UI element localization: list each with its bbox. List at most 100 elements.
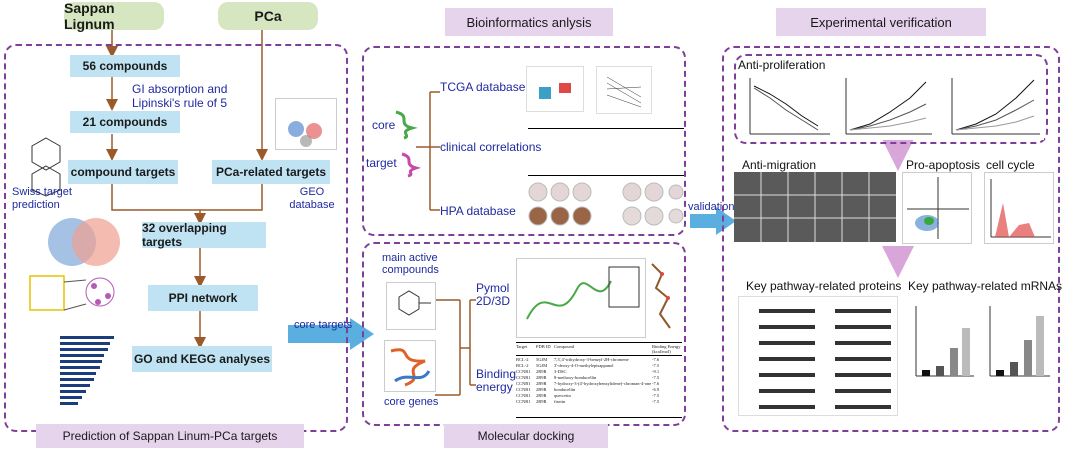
docking-table-header: Target PDB ID Compound Binding Energy (k…: [516, 343, 682, 356]
docking-table-row: BCL-2 5GJM 3'-deoxy-4-O-methylepisappanol -…: [516, 362, 682, 368]
cell-target: BCL-2: [516, 362, 529, 368]
protein-ribbon-bottom: [398, 150, 422, 178]
compounds-56-box: 56 compounds: [70, 55, 180, 77]
overlap-label: 32 overlapping targets: [142, 221, 227, 249]
proliferation-chart-3: [942, 74, 1044, 140]
docking-table-body: BCL-2 5GJM 7,3',4'-trihydroxy-3-benzyl-2H-…: [516, 356, 682, 404]
left-footer-label: Prediction of Sappan Linum-PCa targets: [36, 424, 304, 448]
pro-apoptosis-title: Pro-apoptosis: [906, 158, 981, 172]
cell-compound: quercetin: [554, 392, 571, 398]
cell-compound: 3'-deoxy-4-O-methylepisappanol: [554, 362, 614, 368]
main-compounds-label: main active compounds: [382, 252, 439, 276]
key-mrnas-title: Key pathway-related mRNAs: [908, 279, 1063, 293]
cell-pdb: 2B9R: [536, 386, 547, 392]
hpa-stain-grid: [528, 180, 684, 232]
core-label: core: [372, 118, 396, 132]
cell-compound: 7,3',4'-trihydroxy-3-benzyl-2H-chromene: [554, 356, 629, 362]
overlap-targets-box: 32 overlapping targets: [142, 221, 266, 249]
compound-targets-box: compound targets: [68, 160, 178, 184]
cell-pdb: 5GJM: [536, 362, 548, 368]
proliferation-subframe: [734, 54, 1048, 144]
cell-compound: 7-hydroxy-3-(4'-hydroxybenzylidene)-chro…: [554, 380, 652, 386]
pymol-docking-thumbnail: [516, 258, 646, 338]
protein-ribbon-top: [392, 108, 418, 140]
cell-target: CCNB1: [516, 380, 531, 386]
cell-energy: -7.6: [652, 380, 660, 386]
tcga-boxplot-thumbnail: [526, 66, 584, 112]
left-footer-text: Prediction of Sappan Linum-PCa targets: [62, 429, 278, 443]
volcano-plot-thumbnail: [275, 98, 337, 150]
compound-structure-icon: [28, 136, 64, 198]
kegg-barplot-thumbnail: [20, 330, 120, 412]
tcga-paired-thumbnail: [596, 66, 652, 114]
pymol-label: Pymol 2D/3D: [476, 281, 511, 308]
swiss-prediction-text: Swiss target prediction: [12, 186, 72, 211]
cell-energy: -7.6: [652, 356, 660, 362]
clinical-label: clinical correlations: [440, 140, 542, 154]
ppi-label: PPI network: [168, 291, 238, 305]
cell-energy: -7.5: [652, 362, 660, 368]
ppi-network-thumbnail: [28, 272, 132, 328]
cell-cycle-histogram-thumbnail: [984, 172, 1054, 244]
cell-energy: -6.9: [652, 386, 660, 392]
cell-pdb: 2B9R: [536, 380, 547, 386]
venn-diagram: [34, 210, 134, 270]
compounds-21-box: 21 compounds: [70, 111, 180, 133]
binding-energy-label: Binding energy: [476, 367, 517, 394]
ligand-stick-thumbnail: [646, 258, 680, 338]
western-blot-thumbnail: [738, 296, 898, 416]
docking-footer-text: Molecular docking: [477, 429, 575, 443]
go-kegg-label: GO and KEGG analyses: [133, 352, 271, 366]
compounds-21-label: 21 compounds: [82, 115, 168, 129]
cell-compound: fisetin: [554, 398, 566, 404]
cell-compound: bonducellin: [554, 386, 576, 392]
sappan-lignum-box: Sappan Lignum: [64, 0, 164, 32]
cell-target: CCNB1: [516, 386, 531, 392]
sappan-label: Sappan Lignum: [64, 0, 115, 32]
cell-pdb: 5GJM: [536, 356, 548, 362]
core-genes-label: core genes: [384, 396, 439, 408]
anti-migration-title: Anti-migration: [742, 158, 817, 172]
cell-target: CCNB1: [516, 398, 531, 404]
th-energy: Binding Energy (kcal/mol): [652, 344, 681, 354]
ppi-network-box: PPI network: [148, 285, 258, 311]
core-gene-ribbon-thumbnail: [384, 340, 436, 392]
core-targets-arrow-label: core targets: [294, 319, 353, 331]
compound-structure-thumbnail: [386, 282, 436, 330]
key-proteins-title: Key pathway-related proteins: [746, 279, 902, 293]
anti-proliferation-title: Anti-proliferation: [738, 58, 826, 72]
apoptosis-flow-thumbnail: [902, 172, 972, 244]
cell-target: CCNB1: [516, 392, 531, 398]
proliferation-chart-2: [836, 74, 936, 140]
clinical-table-thumbnail: [528, 128, 684, 176]
th-compound: Compound: [554, 344, 575, 349]
cell-compound: 3-DSC: [554, 368, 567, 374]
compounds-56-label: 56 compounds: [82, 59, 168, 73]
docking-table-row: CCNB1 2B9R bonducellin -6.9: [516, 386, 682, 392]
th-pdb: PDB ID: [536, 344, 551, 349]
docking-table-row: BCL-2 5GJM 7,3',4'-trihydroxy-3-benzyl-2H-…: [516, 356, 682, 362]
pca-box: PCa: [218, 2, 318, 30]
go-kegg-box: GO and KEGG analyses: [132, 346, 272, 372]
target-label: target: [366, 156, 397, 170]
tcga-label: TCGA database: [440, 80, 526, 94]
cell-energy: -7.5: [652, 392, 660, 398]
th-target: Target: [516, 344, 528, 349]
cell-energy: -7.5: [652, 398, 660, 404]
bioinfo-header: Bioinformatics anlysis: [445, 8, 613, 36]
experimental-header: Experimental verification: [776, 8, 986, 36]
proliferation-chart-1: [740, 74, 832, 140]
cell-compound: 8-methoxy-bonducellin: [554, 374, 597, 380]
mrna-bar-charts-thumbnail: [904, 296, 1054, 406]
cell-energy: -9.1: [652, 368, 660, 374]
cell-pdb: 2B9R: [536, 374, 547, 380]
cell-target: CCNB1: [516, 374, 531, 380]
cell-target: BCL-2: [516, 356, 529, 362]
docking-table-row: CCNB1 2B9R 7-hydroxy-3-(4'-hydroxybenzylid…: [516, 380, 682, 386]
compound-targets-label: compound targets: [70, 165, 176, 179]
